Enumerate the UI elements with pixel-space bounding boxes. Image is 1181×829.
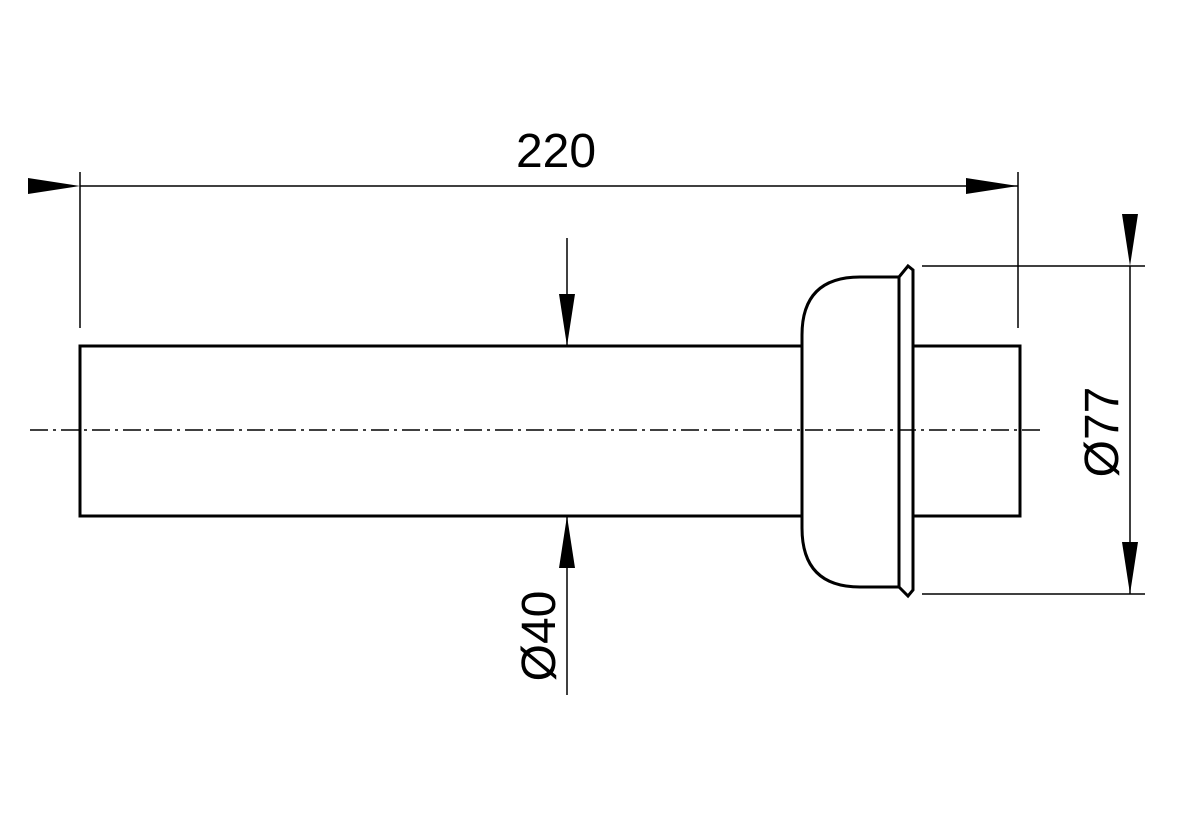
flange-diameter-label: Ø77 [1076,387,1129,478]
pipe-end [913,344,1022,518]
pipe-body [78,344,804,518]
pipe-diameter-label: Ø40 [513,591,566,682]
flange [897,263,915,599]
length-label: 220 [516,125,596,178]
cap-body [800,275,901,589]
